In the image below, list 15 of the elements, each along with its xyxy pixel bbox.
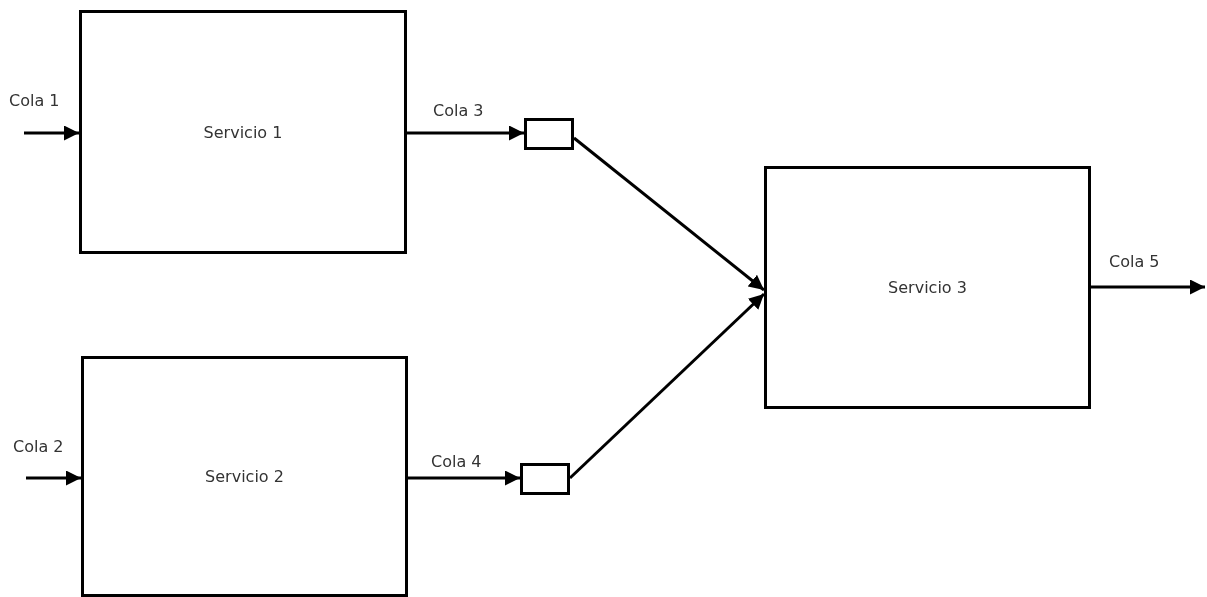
process-box xyxy=(79,10,407,254)
arrow xyxy=(24,125,79,141)
queue-box xyxy=(524,118,574,150)
node-label: Servicio 1 xyxy=(203,122,283,142)
process-box xyxy=(81,356,408,597)
node-label: Servicio 2 xyxy=(205,467,284,486)
process-box xyxy=(764,166,1091,409)
arrow xyxy=(1091,279,1205,295)
arrow xyxy=(407,125,524,141)
node-label: Servicio 3 xyxy=(888,278,967,297)
arrow xyxy=(568,292,766,480)
queue-box xyxy=(520,463,570,495)
arrow xyxy=(408,470,520,486)
arrow xyxy=(573,136,765,292)
arrow xyxy=(26,470,81,486)
